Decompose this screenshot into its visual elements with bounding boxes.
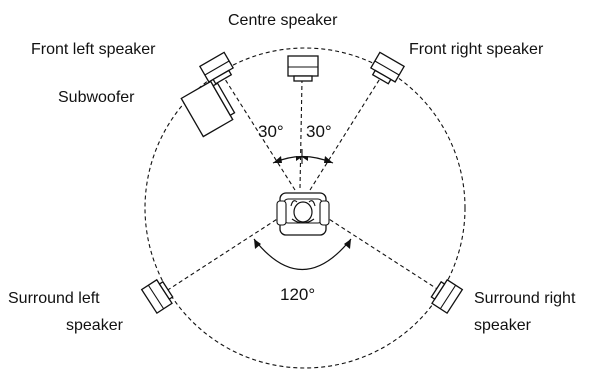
front-left-speaker-label: Front left speaker (31, 41, 156, 58)
centre-right-arrowhead (302, 156, 308, 161)
surround-left-line (159, 211, 289, 296)
front-right-line (309, 76, 382, 191)
rear-right-arrowhead (344, 239, 351, 249)
surround-left-speaker-icon (140, 278, 174, 314)
listener-chair-icon (276, 192, 330, 236)
centre-speaker-icon (287, 55, 319, 82)
surround-right-label-line1: Surround right (474, 290, 576, 307)
front-right-speaker-icon (369, 51, 406, 85)
surround-left-label-line2: speaker (66, 317, 124, 334)
surround-right-line (317, 211, 446, 295)
centre-line (299, 79, 303, 189)
front-right-arrowhead (324, 156, 333, 163)
surround-left-label-line1: Surround left (8, 290, 100, 307)
front-left-speaker-icon (198, 51, 235, 85)
rear-angle-label: 120° (280, 285, 315, 304)
subwoofer-icon (180, 80, 236, 138)
centre-speaker-label: Centre speaker (228, 12, 338, 29)
surround-right-speaker-icon (430, 278, 464, 314)
centre-left-arrowhead (296, 156, 302, 161)
front-right-angle-label: 30° (306, 122, 332, 141)
front-left-arrowhead (273, 156, 282, 163)
listening-circle (144, 47, 466, 369)
front-left-line (222, 75, 296, 191)
front-right-speaker-label: Front right speaker (409, 41, 544, 58)
surround-right-label-line2: speaker (474, 317, 532, 334)
subwoofer-label: Subwoofer (58, 89, 135, 106)
front-left-angle-label: 30° (258, 122, 284, 141)
rear-left-arrowhead (254, 239, 261, 249)
rear-angle-arc (253, 238, 352, 271)
